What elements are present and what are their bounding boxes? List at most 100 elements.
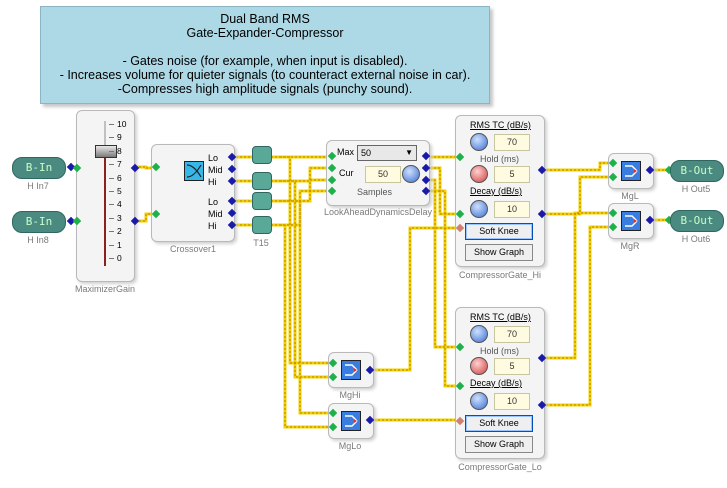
lookahead-cur-value[interactable]: 50 (365, 166, 401, 183)
t15-node-2[interactable] (252, 172, 272, 190)
comp-lo-decay-label: Decay (dB/s) (470, 378, 523, 388)
wire-dash (271, 167, 332, 182)
comp-lo-soft-knee-button[interactable]: Soft Knee (465, 415, 533, 432)
wire[interactable] (280, 223, 333, 429)
comp-lo-rms-knob-icon[interactable] (470, 325, 488, 343)
lookahead-knob-icon[interactable] (402, 165, 420, 183)
slider-thumb[interactable] (95, 145, 117, 158)
maximizer-scale-label: 5 (117, 186, 122, 196)
comp-hi-soft-knee-button[interactable]: Soft Knee (465, 223, 533, 240)
comp-hi-hold-knob-icon[interactable] (470, 165, 488, 183)
wire-dash (280, 224, 333, 428)
t15-node-3[interactable] (252, 192, 272, 210)
wire-dash (542, 226, 613, 406)
crossover-out-lo-1: Lo (208, 153, 219, 163)
comp-hi-hold-value[interactable]: 5 (494, 166, 530, 183)
maximizer-scale-label: 8 (117, 145, 122, 156)
lookahead-max-select[interactable]: 50 ▼ (357, 145, 417, 161)
wire[interactable] (280, 199, 333, 415)
comp-hi-caption: CompressorGate_Hi (458, 270, 542, 280)
mixer-mgl-caption: MgL (621, 191, 639, 201)
mixer-icon (341, 411, 361, 431)
maximizer-scale-tick (109, 258, 114, 259)
comp-hi-rms-label: RMS TC (dB/s) (470, 120, 531, 130)
note-line-1: - Gates noise (for example, when input i… (122, 54, 408, 68)
comp-hi-decay-knob-icon[interactable] (470, 200, 488, 218)
maximizer-scale-tick (109, 244, 114, 246)
maximizer-scale-tick (109, 150, 114, 152)
mixer-icon (621, 211, 641, 231)
wire-dash (542, 176, 613, 215)
comp-lo-rms-value[interactable]: 70 (494, 326, 530, 343)
lookahead-samples-label: Samples (357, 187, 393, 197)
maximizer-scale-tick (109, 164, 114, 166)
wire[interactable] (542, 211, 613, 360)
comp-lo-hold-knob-icon[interactable] (470, 357, 488, 375)
maximizer-scale-label: 2 (117, 226, 122, 237)
t15-block[interactable] (252, 146, 272, 236)
lookahead-block[interactable]: Max 50 ▼ Cur 50 Samples (326, 140, 430, 206)
wire-dash (280, 180, 333, 378)
note-title: Dual Band RMS (220, 12, 310, 26)
output-caption-out5: H Out5 (681, 184, 711, 194)
output-block-out6[interactable]: B-Out (670, 210, 724, 232)
maximizer-scale-tick (109, 204, 114, 206)
compressor-gate-lo-block[interactable]: RMS TC (dB/s) 70 Hold (ms) 5 Decay (dB/s… (455, 307, 545, 459)
maximizer-scale-label: 7 (117, 159, 122, 170)
comp-hi-show-graph-button[interactable]: Show Graph (465, 244, 533, 261)
note-subtitle: Gate-Expander-Compressor (186, 26, 344, 40)
maximizer-scale-label: 6 (117, 172, 122, 183)
comp-lo-rms-label: RMS TC (dB/s) (470, 312, 531, 322)
lookahead-max-value: 50 (361, 148, 372, 158)
comp-hi-hold-label: Hold (ms) (480, 154, 520, 164)
comp-hi-rms-knob-icon[interactable] (470, 133, 488, 151)
maximizer-scale-label: 4 (117, 199, 122, 210)
note-line-2: - Increases volume for quieter signals (… (59, 68, 471, 82)
slider-fill (104, 151, 106, 266)
comp-hi-rms-value[interactable]: 70 (494, 134, 530, 151)
maximizer-scale-label: 3 (117, 212, 122, 223)
wire-dash (370, 227, 460, 371)
chevron-down-icon: ▼ (405, 148, 413, 157)
comp-lo-hold-value[interactable]: 5 (494, 358, 530, 375)
input-block-in8[interactable]: B-In (12, 211, 66, 233)
maximizer-scale-label: 1 (117, 239, 122, 250)
output-caption-out6: H Out6 (681, 234, 711, 244)
wire-dash (542, 162, 613, 171)
lookahead-caption: LookAheadDynamicsDelay (323, 207, 433, 217)
wire[interactable] (542, 225, 613, 407)
crossover-icon (184, 161, 204, 181)
comp-hi-decay-value[interactable]: 10 (494, 201, 530, 218)
maximizer-scale-label: 10 (117, 119, 127, 129)
comp-lo-decay-knob-icon[interactable] (470, 392, 488, 410)
maximizer-scale-tick (109, 177, 114, 179)
description-note: Dual Band RMS Gate-Expander-Compressor -… (40, 6, 490, 104)
comp-lo-show-graph-button[interactable]: Show Graph (465, 436, 533, 453)
lookahead-cur-label: Cur (339, 168, 354, 178)
wire-dash (135, 213, 156, 222)
wire-dash (271, 190, 332, 226)
note-line-3: -Compresses high amplitude signals (punc… (117, 82, 413, 96)
output-block-out5[interactable]: B-Out (670, 160, 724, 182)
maximizer-scale-tick (109, 124, 114, 125)
comp-lo-decay-value[interactable]: 10 (494, 393, 530, 410)
maximizer-scale-tick (109, 191, 114, 192)
crossover-out-mid-2: Mid (208, 209, 223, 219)
input-caption-in7: H In7 (27, 181, 49, 191)
maximizer-scale-tick (109, 231, 114, 233)
wire[interactable] (542, 161, 613, 172)
compressor-gate-hi-block[interactable]: RMS TC (dB/s) 70 Hold (ms) 5 Decay (dB/s… (455, 115, 545, 267)
mixer-icon (621, 161, 641, 181)
maximizer-caption: MaximizerGain (74, 284, 135, 294)
t15-node-1[interactable] (252, 146, 272, 164)
mixer-mgr-caption: MgR (620, 241, 640, 251)
input-block-in7[interactable]: B-In (12, 157, 66, 179)
crossover-out-hi-2: Hi (208, 221, 217, 231)
crossover-block[interactable]: Lo Mid Hi Lo Mid Hi (151, 144, 235, 242)
wire[interactable] (542, 175, 613, 216)
mixer-mglo-caption: MgLo (338, 441, 362, 451)
t15-node-4[interactable] (252, 216, 272, 234)
mixer-mgr-block[interactable] (608, 203, 654, 239)
